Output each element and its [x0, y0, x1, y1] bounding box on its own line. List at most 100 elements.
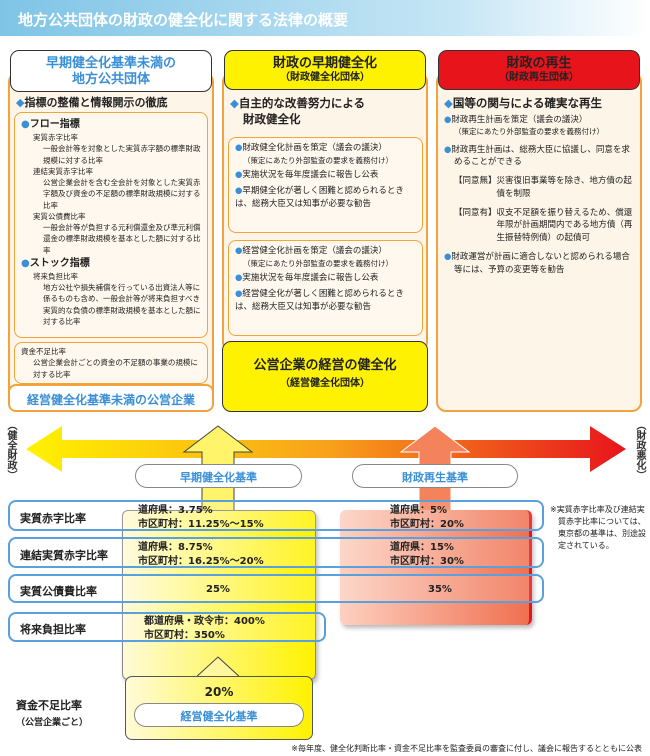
consent-none-label: 【同意無】: [454, 176, 497, 187]
row-label: 将来負担比率: [20, 623, 86, 636]
right-header-sub: （財政再生団体）: [499, 72, 579, 84]
rebuild-value: 道府県：5%: [390, 505, 447, 516]
bullet-icon: ●: [235, 185, 243, 196]
middle-section-line1: 自主的な改善努力による: [238, 96, 366, 110]
row-label: 実質赤字比率: [20, 512, 86, 525]
stock-label: ストック指標: [29, 257, 90, 269]
rebuild-criteria-pill: 財政再生基準: [352, 464, 518, 488]
fiscal-plan-box: ●財政健全化計画を策定（議会の議決） （策定にあたり外部監査の要求を義務付け） …: [228, 137, 423, 233]
enterprise-title: 公営企業の経営の健全化: [253, 358, 397, 373]
right-item: 財政再生計画を策定（議会の議決）: [451, 114, 588, 125]
stock-item-desc: 地方公社や損失補償を行っている出資法人等に係るものも含め、一般会計等が将来負担す…: [43, 283, 201, 326]
rebuild-value: 道府県：15%: [390, 542, 454, 553]
early-value: 都道府県・政令市：400%: [144, 616, 265, 627]
bullet-icon: ●: [235, 273, 243, 283]
diamond-icon: ◆: [230, 96, 239, 110]
right-item-note: （策定にあたり外部監査の要求を義務付け）: [454, 127, 604, 137]
right-item: 財政再生計画は、総務大臣に協議し、同意を求めることができる: [451, 144, 630, 168]
middle-header-title: 財政の早期健全化: [272, 56, 377, 71]
shortage-name: 資金不足比率: [21, 347, 66, 356]
box-item: 実施状況を毎年度議会に報告し公表: [242, 170, 379, 180]
row-label: 実質公債費比率: [20, 585, 97, 598]
bullet-icon: ●: [235, 143, 243, 153]
bullet-icon: ●: [21, 119, 30, 130]
bullet-icon: ●: [235, 246, 243, 256]
table-row: 連結実質赤字比率 道府県：8.75% 市区町村：16.25%～20% 道府県：15…: [8, 537, 544, 568]
flow-item-desc: 公営企業会計を含む全会計を対象とした実質赤字額及び資金の不足額の標準財政規模に対…: [43, 178, 201, 210]
right-item: 財政運営が計画に適合しないと認められる場合等には、予算の変更等を勧告: [451, 251, 630, 275]
early-value: 25%: [206, 584, 230, 595]
enterprise-sub: （経営健全化団体）: [280, 378, 370, 390]
early-criteria-pill: 早期健全化基準: [135, 464, 302, 488]
bullet-icon: ●: [21, 257, 30, 269]
middle-section-line2: 財政健全化: [243, 111, 301, 126]
early-value: 道府県：8.75%: [138, 542, 213, 553]
right-content: ◆国等の関与による確実な再生 ●財政再生計画を策定（議会の議決） （策定にあたり…: [444, 96, 638, 276]
consent-none-text: 災害復旧事業等を除き、地方債の起債を制限: [496, 176, 632, 199]
left-section: ◆指標の整備と情報開示の徹底: [16, 96, 167, 111]
box-item: 早期健全化が著しく困難と認められるときは、総務大臣又は知事が必要な勧告: [235, 185, 404, 209]
diamond-icon: ◆: [16, 96, 25, 109]
box-item: 経営健全化計画を策定（議会の議決）: [242, 246, 387, 256]
rebuild-value: 市区町村：20%: [390, 518, 464, 530]
shortage-value: 20%: [204, 685, 234, 699]
bullet-icon: ●: [444, 144, 452, 155]
management-criteria-pill: 経営健全化基準: [134, 703, 304, 727]
indicators-box: ●フロー指標 実質赤字比率 一般会計等を対象とした実質赤字額の標準財政規模に対す…: [14, 112, 208, 338]
right-header: 財政の再生 （財政再生団体）: [438, 50, 640, 90]
right-header-title: 財政の再生: [506, 56, 572, 71]
middle-header-sub: （財政健全化団体）: [280, 72, 370, 84]
flow-item-name: 連結実質赤字比率: [33, 166, 93, 176]
bullet-icon: ●: [444, 251, 452, 262]
left-header-line1: 早期健全化基準未満の: [45, 56, 176, 71]
box-item: 実施状況を毎年度議会に報告し公表: [242, 273, 379, 283]
callout-pointer: [193, 656, 243, 679]
table-row: 将来負担比率 都道府県・政令市：400% 市区町村：350%: [8, 612, 326, 642]
flow-label: フロー指標: [29, 119, 80, 130]
table-row: 実質公債費比率 25% 35%: [8, 574, 544, 603]
left-section-text: 指標の整備と情報開示の徹底: [24, 96, 168, 109]
shortage-row-label: 資金不足比率 （公営企業ごと）: [16, 697, 88, 728]
box-item: 財政健全化計画を策定（議会の議決）: [242, 143, 387, 153]
box-item-note: （策定にあたり外部監査の要求を義務付け）: [243, 258, 393, 268]
left-header-line2: 地方公共団体: [71, 72, 150, 88]
left-header: 早期健全化基準未満の 地方公共団体: [10, 50, 212, 92]
box-item: 経営健全化が著しく困難と認められるときは、総務大臣又は知事が必要な勧告: [235, 288, 404, 312]
middle-header: 財政の早期健全化 （財政健全化団体）: [224, 50, 426, 90]
bullet-icon: ●: [235, 170, 243, 180]
shortage-sub: （公営企業ごと）: [16, 718, 89, 728]
early-value: 道府県：3.75%: [138, 505, 213, 516]
shortage-box: 資金不足比率 公営企業会計ごとの資金の不足額の事業の規模に対する比率: [14, 342, 208, 384]
left-footer: 経営健全化基準未満の公営企業: [8, 384, 214, 412]
box-item-note: （策定にあたり外部監査の要求を義務付け）: [243, 155, 393, 165]
diamond-icon: ◆: [444, 96, 453, 110]
management-criteria-box: 20% 経営健全化基準: [125, 676, 313, 740]
early-value: 市区町村：11.25%～15%: [138, 518, 264, 530]
flow-item-desc: 一般会計等を対象とした実質赤字額の標準財政規模に対する比率: [43, 144, 201, 165]
health-axis-arrow: [26, 426, 626, 472]
consent-yes-text: 収支不足額を振り替えるため、償還年限が計画期間内である地方債（再生振替特例債）の…: [496, 207, 633, 244]
flow-item-name: 実質公債費比率: [33, 211, 86, 221]
shortage-desc: 公営企業会計ごとの資金の不足額の事業の規模に対する比率: [33, 358, 198, 379]
middle-section: ◆自主的な改善努力による 財政健全化: [230, 96, 365, 127]
consent-yes-label: 【同意有】: [454, 207, 497, 218]
footnote: ※毎年度、健全化判断比率・資金不足比率を監査委員の審査に付し、議会に報告するとと…: [291, 744, 642, 753]
row-label: 連結実質赤字比率: [20, 549, 108, 562]
flow-item-name: 実質赤字比率: [33, 133, 78, 142]
axis-right-label: （財政悪化）: [634, 420, 645, 480]
rebuild-value: 市区町村：30%: [390, 555, 464, 567]
tokyo-note: ※実質赤字比率及び連結実質赤字比率については、東京都の基準は、別途設定されている…: [550, 505, 646, 550]
shortage-label: 資金不足比率: [16, 699, 82, 712]
enterprise-header: 公営企業の経営の健全化 （経営健全化団体）: [222, 341, 428, 412]
table-row: 実質赤字比率 道府県：3.75% 市区町村：11.25%～15% 道府県：5% 市区…: [8, 500, 544, 531]
stock-item-name: 将来負担比率: [33, 271, 78, 281]
early-value: 市区町村：16.25%～20%: [138, 555, 264, 567]
rebuild-value: 35%: [428, 584, 452, 595]
bullet-icon: ●: [235, 288, 243, 299]
bullet-icon: ●: [444, 114, 452, 125]
axis-left-label: （健全財政）: [5, 420, 16, 480]
right-panel: [436, 72, 642, 412]
right-section-text: 国等の関与による確実な再生: [452, 96, 603, 110]
early-value: 市区町村：350%: [144, 629, 225, 641]
page-title: 地方公共団体の財政の健全化に関する法律の概要: [0, 0, 650, 36]
